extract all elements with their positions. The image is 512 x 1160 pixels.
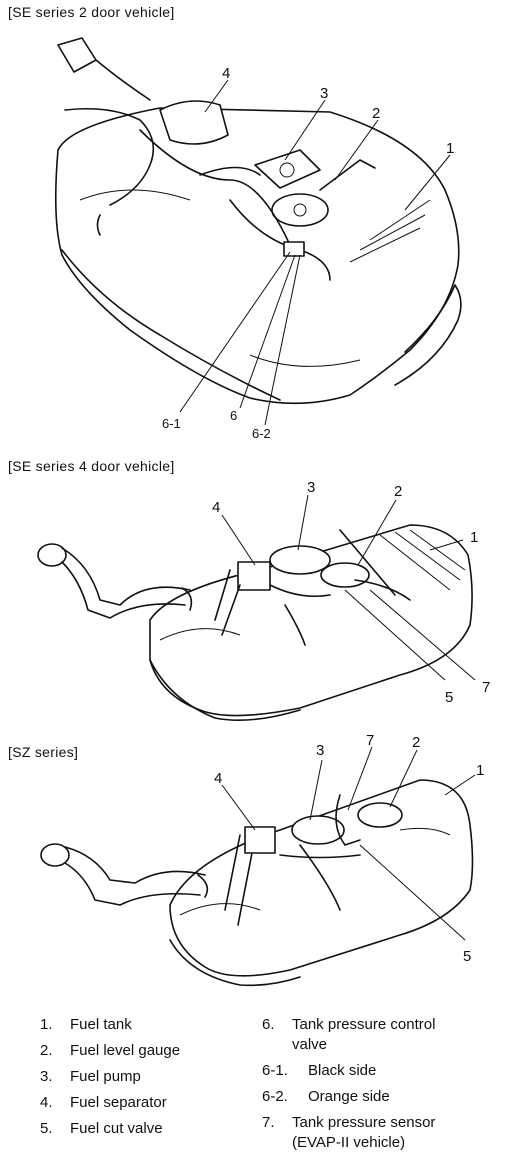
filler-cap <box>40 843 70 867</box>
callout-3: 3 <box>316 742 324 759</box>
legend-item-4: 4.Fuel separator <box>40 1094 167 1111</box>
callout-1: 1 <box>470 529 478 546</box>
callout-5: 5 <box>463 948 471 965</box>
callout-4: 4 <box>212 499 220 516</box>
fuel-pump <box>269 545 331 575</box>
callout-2: 2 <box>412 735 420 751</box>
legend-item-7-cont: (EVAP-II vehicle) <box>292 1134 406 1151</box>
callout-6: 6 <box>230 408 237 423</box>
callout-2: 2 <box>394 483 402 500</box>
panel-title-sz: [SZ series] <box>8 744 79 760</box>
legend-item-2: 2.Fuel level gauge <box>40 1042 181 1059</box>
callout-7: 7 <box>482 679 490 696</box>
fuel-tank-body <box>169 779 474 977</box>
tank-pressure-control-valve <box>283 241 305 257</box>
fuel-separator <box>237 561 271 591</box>
fuel-tank-diagram-se-2door: 4 3 2 1 6-1 6 6-2 <box>54 37 462 440</box>
fuel-level-gauge <box>320 562 370 588</box>
panel-title-se-2door: [SE series 2 door vehicle] <box>8 4 175 20</box>
fuel-pump <box>254 149 321 189</box>
legend-item-6-cont: valve <box>292 1036 328 1053</box>
callout-6-2: 6-2 <box>252 426 271 440</box>
legend-item-6-2: 6-2.Orange side <box>262 1088 390 1105</box>
legend-left-column: 1.Fuel tank 2.Fuel level gauge 3.Fuel pu… <box>40 1012 180 1142</box>
callout-4: 4 <box>222 65 230 82</box>
fuel-separator <box>159 100 229 145</box>
callout-2: 2 <box>372 105 380 122</box>
callout-7-top: 7 <box>366 735 374 749</box>
callout-5: 5 <box>445 689 453 706</box>
legend-item-1: 1.Fuel tank <box>40 1016 132 1033</box>
legend-item-7: 7.Tank pressure sensor <box>262 1114 436 1131</box>
fuel-level-gauge <box>271 193 329 227</box>
callout-3: 3 <box>307 479 315 496</box>
filler-cap <box>57 37 97 73</box>
fuel-pump <box>291 815 345 845</box>
callout-1: 1 <box>476 762 484 779</box>
callout-1: 1 <box>446 140 454 157</box>
legend-item-5: 5.Fuel cut valve <box>40 1120 163 1137</box>
fuel-separator <box>244 826 276 854</box>
legend-item-6-1: 6-1.Black side <box>262 1062 377 1079</box>
fuel-tank-body <box>54 107 460 405</box>
fuel-tank-diagram-sz: 4 3 7 2 1 5 <box>40 735 484 987</box>
legend-item-6: 6.Tank pressure control <box>262 1016 436 1033</box>
filler-cap <box>37 543 67 567</box>
panel-title-se-4door: [SE series 4 door vehicle] <box>8 458 175 474</box>
fuel-level-gauge <box>357 802 403 828</box>
callout-6-1: 6-1 <box>162 416 181 431</box>
callout-3: 3 <box>320 85 328 102</box>
legend-item-3: 3.Fuel pump <box>40 1068 141 1085</box>
fuel-tank-diagram-se-4door: 4 3 2 1 5 7 <box>37 479 490 722</box>
legend-right-column: 6.Tank pressure control valve 6-1.Black … <box>262 1012 435 1156</box>
callout-4: 4 <box>214 770 222 787</box>
